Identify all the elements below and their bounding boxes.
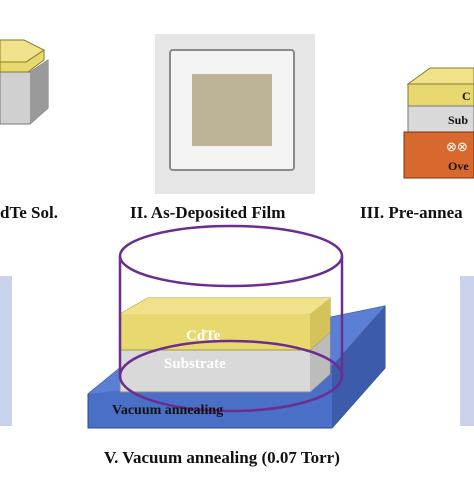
panel-3-oven-label: Ove: [448, 159, 469, 173]
panel-2-caption: II. As-Deposited Film: [130, 203, 285, 222]
panel-3-heater-icons: ⊗⊗: [446, 139, 468, 154]
panel-3-film-top: [406, 67, 474, 85]
panel-6-edge-remnant: [460, 276, 474, 426]
panel-5-substrate-label: Substrate: [164, 356, 226, 372]
panel-3-caption: III. Pre-annea: [360, 203, 463, 222]
panel-3-illustration: C Sub Ove ⊗⊗: [403, 67, 474, 179]
panel-5-cdte-label: CdTe: [186, 328, 221, 344]
panel-5-caption: V. Vacuum annealing (0.07 Torr): [104, 448, 340, 467]
panel-2-illustration: [155, 34, 315, 194]
panel-5-cdte-top: [120, 298, 330, 314]
panel-2-deposited-film: [192, 74, 272, 146]
panel-3-oven-block: [403, 131, 474, 179]
panel-1-caption: dTe Sol.: [0, 203, 58, 222]
panel-1-solution-top: [0, 39, 45, 63]
panel-1-illustration: [0, 39, 49, 125]
panel-5-base-label: Vacuum annealing: [112, 403, 223, 418]
panel-3-substrate-label: Sub: [448, 113, 468, 127]
panel-3-film-label: C: [462, 89, 471, 103]
panel-1-substrate-side: [30, 60, 48, 124]
panel-4-edge-remnant: [0, 276, 12, 426]
panel-5-illustration: CdTe Substrate Vacuum annealing: [87, 224, 386, 429]
panel-5-substrate-side: [310, 332, 330, 392]
panel-5-base-plate-side: [332, 306, 385, 428]
panel-5-chamber-top-rim: [118, 224, 344, 288]
panel-5-chamber-bottom-rim: [118, 339, 344, 413]
panel-5-cdte-side: [310, 298, 330, 350]
